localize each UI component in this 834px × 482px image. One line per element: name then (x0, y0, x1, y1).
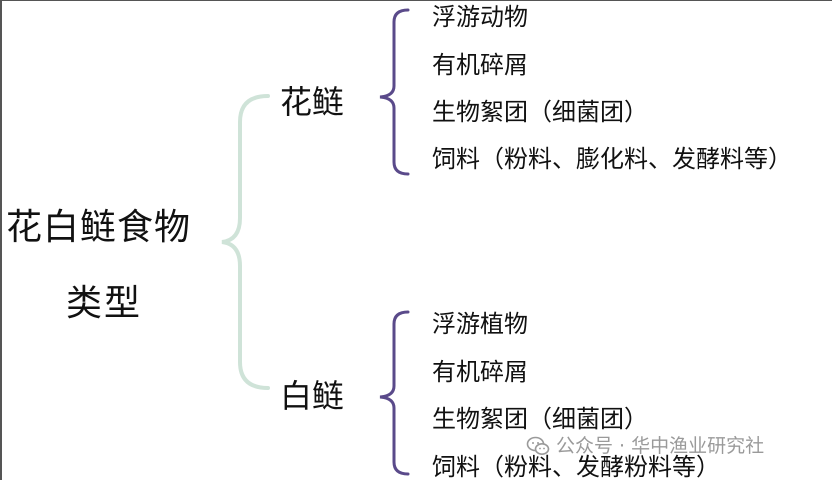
hualian-item: 饲料（粉料、膨化料、发酵料等） (432, 145, 792, 173)
wechat-icon (526, 436, 550, 455)
branch-label-hualian: 花鲢 (280, 83, 345, 121)
bailian-item: 饲料（粉料、发酵粉料等） (432, 453, 720, 481)
bailian-item: 有机碎屑 (432, 358, 528, 386)
root-label: 花白鲢食物 (6, 207, 192, 248)
watermark-text: 公众号 · 华中渔业研究社 (556, 435, 765, 457)
root-label-line2: 类型 (66, 283, 143, 324)
hualian-item: 有机碎屑 (432, 51, 528, 79)
sub-bracket-hualian (379, 8, 410, 176)
sub-bracket-bailian (379, 310, 410, 476)
hualian-item: 生物絮团（细菌团） (432, 98, 648, 126)
bailian-item: 浮游植物 (432, 310, 528, 338)
watermark: 公众号 · 华中渔业研究社 (526, 434, 764, 458)
bailian-item: 生物絮团（细菌团） (432, 405, 648, 433)
main-bracket (221, 94, 270, 390)
branch-label-bailian: 白鲢 (280, 377, 345, 415)
hualian-item: 浮游动物 (432, 3, 528, 31)
